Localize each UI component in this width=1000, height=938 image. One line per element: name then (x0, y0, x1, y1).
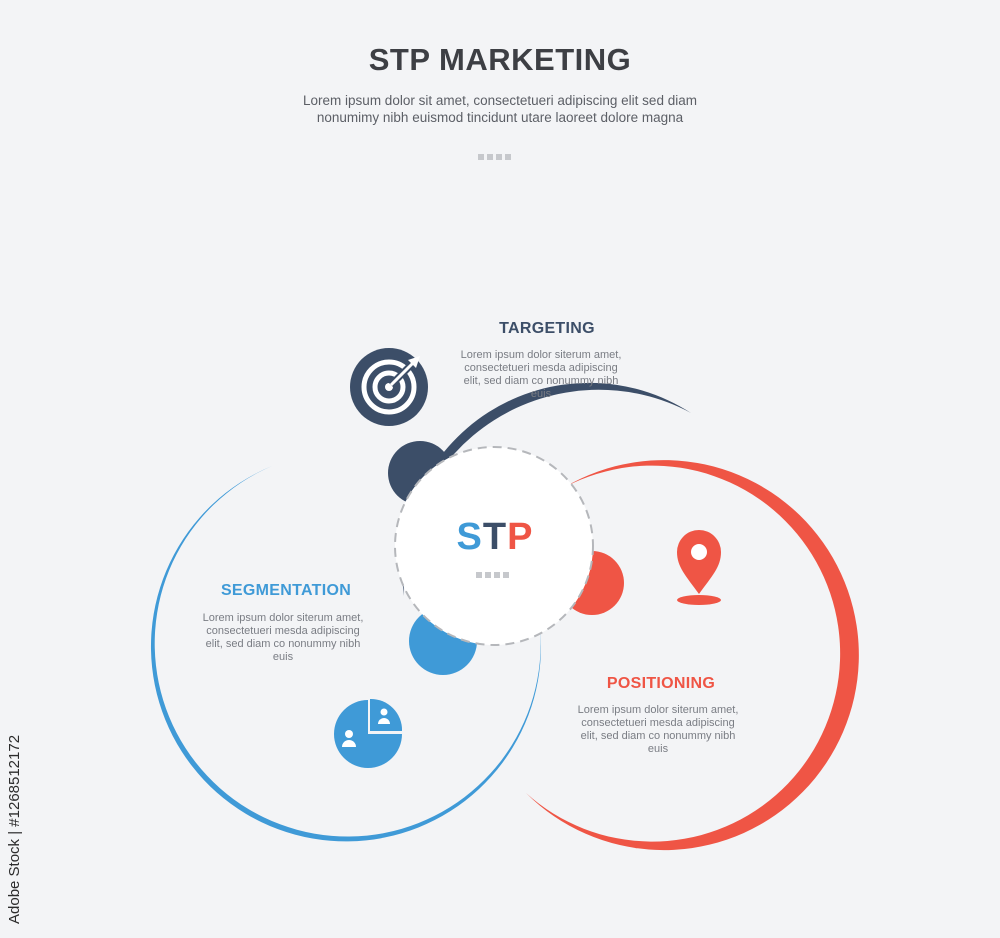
stp-letter-s: S (456, 516, 483, 558)
page-subtitle: Lorem ipsum dolor sit amet, consectetuer… (303, 93, 697, 125)
segmentation-label: SEGMENTATION (220, 582, 352, 599)
center-stp-text: STP (420, 516, 570, 559)
location-pin-icon (677, 530, 721, 605)
pie-chart-users-icon (334, 698, 403, 768)
segmentation-text: Lorem ipsum dolor siterum amet, consecte… (202, 612, 364, 663)
positioning-text: Lorem ipsum dolor siterum amet, consecte… (577, 704, 739, 755)
target-icon (350, 348, 428, 426)
watermark-text: Adobe Stock | #1268512172 (6, 734, 23, 924)
targeting-label: TARGETING (499, 320, 595, 337)
targeting-text: Lorem ipsum dolor siterum amet, consecte… (460, 349, 622, 400)
stp-letter-p: P (507, 516, 534, 558)
title-divider-dots (478, 154, 511, 160)
stp-letter-t: T (482, 516, 508, 558)
page-title: STP MARKETING (368, 42, 632, 77)
center-circle (394, 446, 594, 646)
positioning-label: POSITIONING (606, 675, 716, 692)
center-divider-dots (476, 572, 509, 578)
